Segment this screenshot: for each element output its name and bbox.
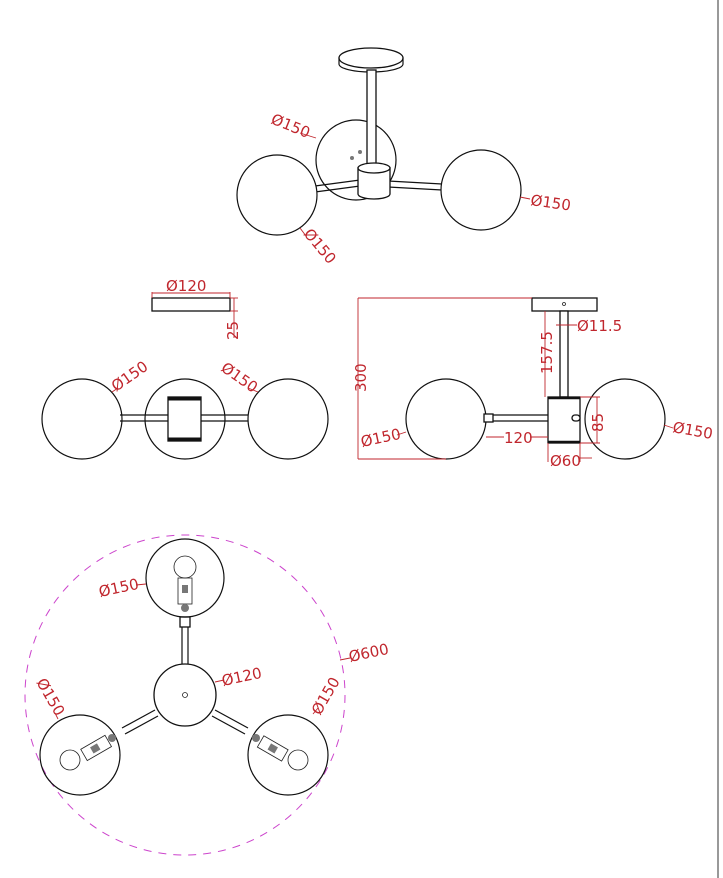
- globe-center: [144, 378, 226, 460]
- dim-canopy-height: 25: [224, 321, 242, 340]
- canopy: [531, 297, 598, 312]
- body: [167, 396, 202, 442]
- leader: [519, 196, 531, 200]
- screw: [562, 302, 566, 306]
- arm-right-edge: [211, 715, 246, 735]
- leader: [214, 679, 225, 683]
- dim-canopy-dia: Ø120: [166, 277, 206, 295]
- screw: [358, 150, 362, 154]
- arm-top-socket: [179, 616, 191, 628]
- bottom-view: Ø150 Ø120 Ø600 Ø150 Ø150: [24, 534, 390, 856]
- dim-body-height: 85: [589, 413, 607, 432]
- body-top: [357, 162, 391, 174]
- arm-left-edge: [314, 185, 361, 193]
- leader: [663, 424, 674, 429]
- dim-overall-dia: Ø600: [347, 640, 390, 666]
- rod: [559, 310, 569, 398]
- globe-left: [405, 378, 487, 460]
- globe-left: [41, 378, 123, 460]
- arm-right-edge: [387, 186, 443, 191]
- leader: [54, 712, 59, 720]
- globe-back: [315, 119, 397, 201]
- perspective-view: Ø150 Ø150 Ø150: [236, 47, 572, 268]
- canopy: [153, 663, 217, 727]
- arm-right: [387, 180, 443, 185]
- arm-left-edge: [124, 715, 159, 735]
- canopy: [151, 297, 231, 312]
- dim-globe-left: Ø150: [108, 357, 151, 395]
- globe-left: [236, 154, 318, 236]
- leader: [299, 132, 317, 139]
- dim-globe-left: Ø150: [300, 225, 340, 268]
- globe-right: [247, 714, 329, 796]
- body: [357, 167, 391, 200]
- dim-globe-back: Ø150: [269, 110, 313, 142]
- canopy-top-view: Ø120 25: [151, 277, 242, 340]
- leader: [135, 583, 147, 586]
- leader: [111, 387, 119, 393]
- side-view: 300 157.5 Ø11.5 85 Ø150 120 Ø60 Ø150: [352, 297, 714, 470]
- arm-left: [314, 179, 361, 187]
- dim-canopy-dia: Ø120: [220, 664, 263, 690]
- dim-globe-top: Ø150: [97, 575, 140, 601]
- globe-right: [247, 378, 329, 460]
- overall-envelope: [24, 534, 346, 856]
- screw: [182, 692, 188, 698]
- front-view: Ø150 Ø150: [41, 357, 329, 460]
- arm-stub: [571, 414, 581, 422]
- arm-left: [121, 709, 156, 729]
- dim-rod-length: 157.5: [538, 331, 556, 374]
- dim-globe-right: Ø150: [671, 418, 714, 443]
- dim-rod-dia: Ø11.5: [577, 317, 622, 335]
- globe-top: [145, 538, 225, 618]
- dim-globe-right: Ø150: [308, 674, 344, 718]
- dim-overall-height: 300: [352, 363, 370, 392]
- dim-globe-left: Ø150: [33, 675, 69, 719]
- arm-socket: [483, 413, 494, 423]
- leader: [312, 707, 319, 715]
- arm-right: [214, 709, 249, 729]
- dim-arm-length: 120: [504, 429, 533, 447]
- dim-globe-right: Ø150: [218, 359, 261, 397]
- dim-globe-right: Ø150: [529, 191, 572, 214]
- globe-right: [440, 149, 522, 231]
- dim-body-dia: Ø60: [550, 452, 581, 470]
- screw: [350, 156, 354, 160]
- leader: [247, 387, 259, 393]
- leader: [339, 657, 351, 661]
- dim-globe-left: Ø150: [359, 425, 402, 451]
- globe-left: [39, 714, 121, 796]
- rod: [366, 69, 377, 169]
- canopy: [338, 47, 404, 69]
- leader: [396, 431, 407, 436]
- leader: [299, 227, 307, 237]
- globe-right: [584, 378, 666, 460]
